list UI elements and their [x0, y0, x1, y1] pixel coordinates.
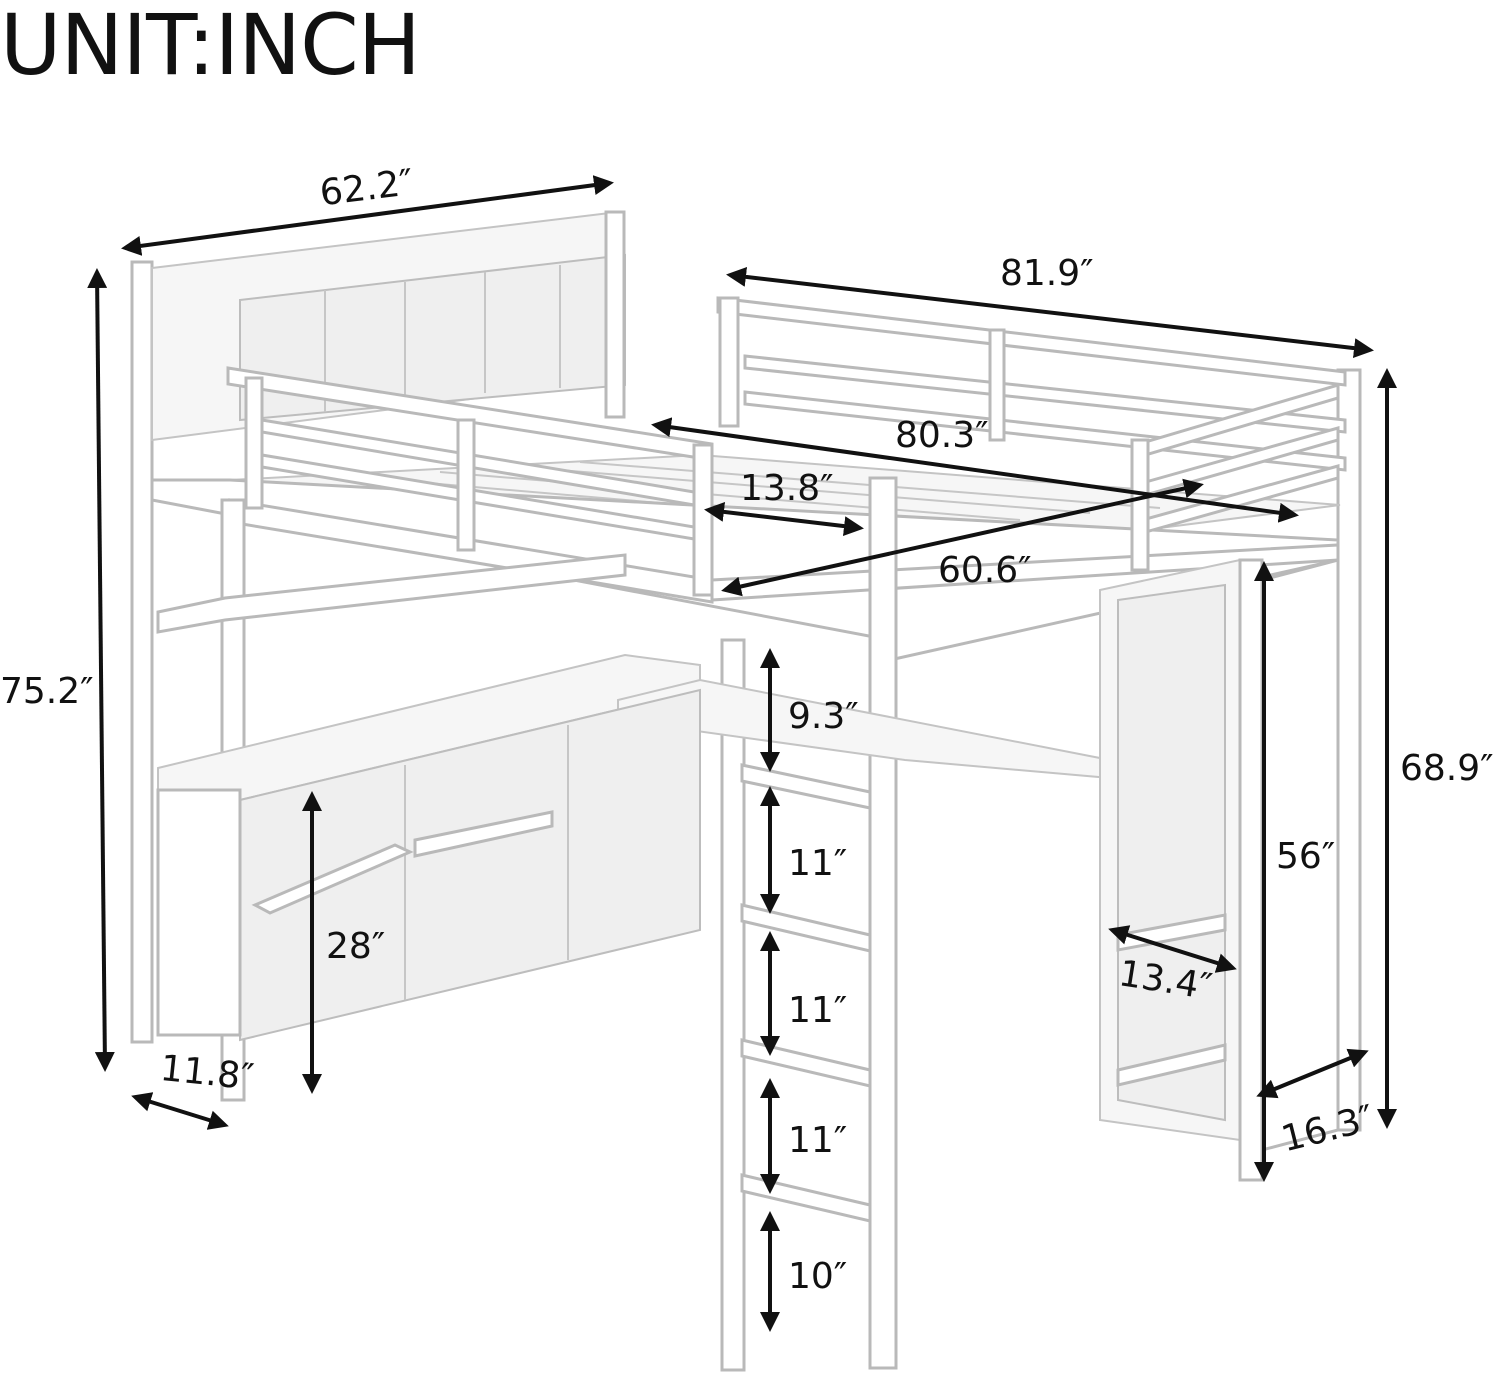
arrow-cabinet-width [1108, 925, 1237, 973]
label-ladder-step-4: 11″ [788, 1120, 847, 1161]
right-back-post [1336, 368, 1362, 1132]
dimension-arrows [87, 175, 1397, 1332]
ladder-rung [740, 763, 872, 810]
arrow-length-outer [726, 266, 1374, 359]
upper-shelf [156, 553, 627, 634]
ladder-post-right [868, 476, 898, 1370]
label-ladder-step-1: 9.3″ [788, 696, 859, 737]
arrow-cabinet-depth [1256, 1048, 1369, 1099]
label-under-bed-height: 56″ [1276, 836, 1335, 877]
ladder-rung [740, 1038, 872, 1088]
arrow-shelf-depth [131, 1092, 229, 1130]
label-length-inner: 80.3″ [895, 415, 989, 456]
bed-illustration [130, 210, 1362, 1372]
arrow-ladder-gap [704, 501, 864, 537]
label-ladder-gap: 13.8″ [740, 468, 834, 509]
arrow-total-height [87, 268, 115, 1072]
arrow-top-width [121, 175, 614, 256]
label-length-outer: 81.9″ [1000, 253, 1094, 294]
ladder-rung [740, 1173, 872, 1223]
label-shelf-height: 28″ [326, 926, 385, 967]
label-shelf-depth: 11.8″ [158, 1048, 255, 1099]
label-ladder-step-5: 10″ [788, 1256, 847, 1297]
label-ladder-step-3: 11″ [788, 990, 847, 1031]
label-total-height: 75.2″ [0, 671, 94, 712]
left-back-post [130, 260, 154, 1044]
label-width-inner: 60.6″ [938, 550, 1032, 591]
unit-title: UNIT:INCH [0, 0, 421, 94]
ladder-post-left [720, 638, 746, 1372]
label-top-width: 62.2″ [318, 162, 416, 214]
ladder-rung [740, 903, 872, 953]
arrow-width-inner [721, 478, 1204, 597]
label-ladder-step-2: 11″ [788, 843, 847, 884]
label-right-height: 68.9″ [1400, 748, 1494, 789]
